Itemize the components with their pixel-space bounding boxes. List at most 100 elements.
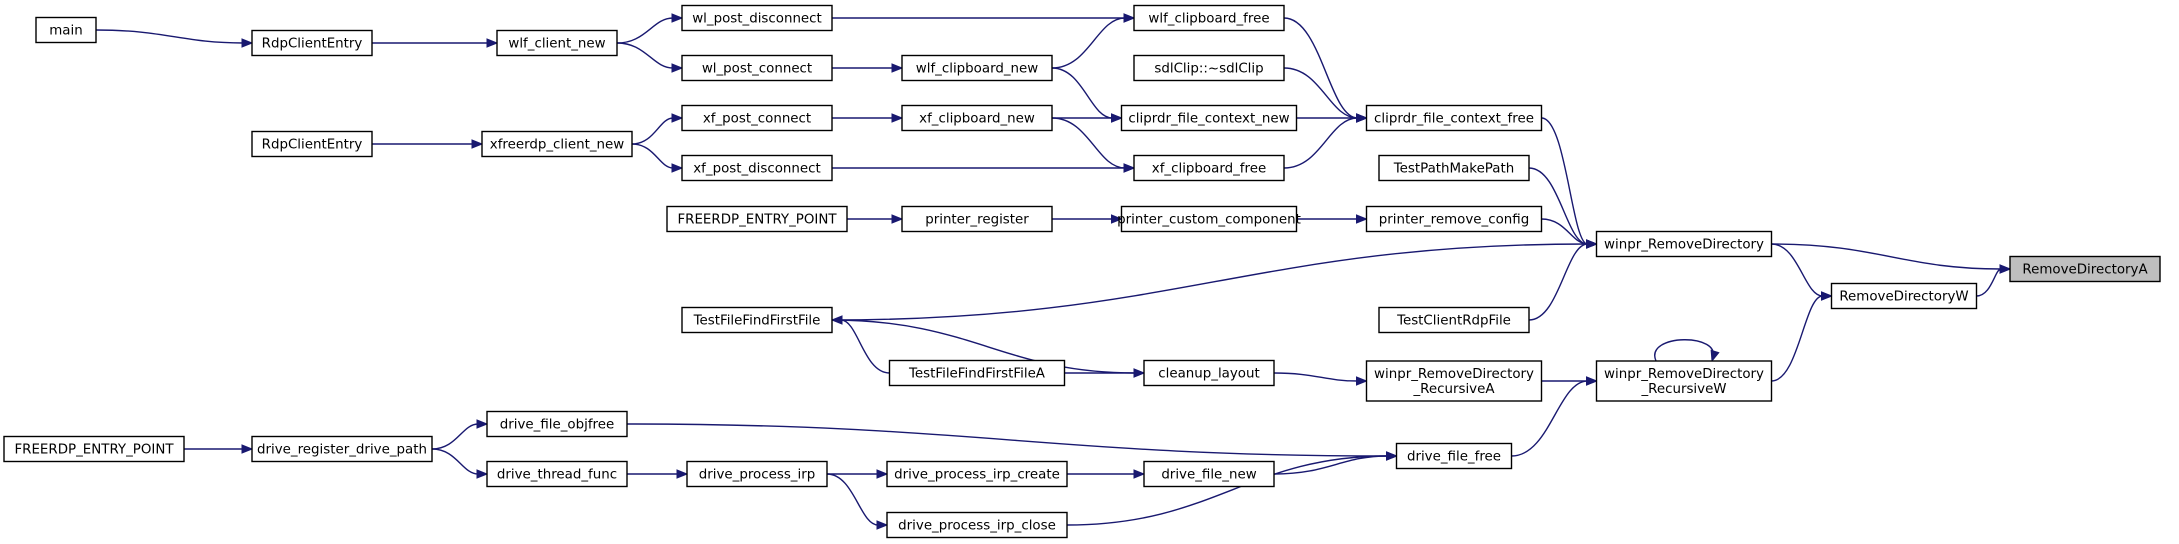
node-label: FREERDP_ENTRY_POINT [677,213,837,228]
node-RemoveDirectoryA[interactable]: RemoveDirectoryA [2009,255,2161,283]
node-cliprdr_file_context_free[interactable]: cliprdr_file_context_free [1365,104,1543,132]
edge-TestFileFindFirstFile-to-winpr_RemoveDirectory [831,243,1588,321]
node-wl_post_connect[interactable]: wl_post_connect [681,54,833,82]
node-fep1[interactable]: FREERDP_ENTRY_POINT [666,205,848,233]
edge-sdlclip-to-cliprdr_file_context_free [1283,67,1358,119]
node-label: RemoveDirectoryW [1839,290,1968,305]
node-label: drive_file_new [1161,468,1256,483]
node-TestFileFindFirstFileA[interactable]: TestFileFindFirstFileA [888,359,1066,387]
node-drive_register_drive_path[interactable]: drive_register_drive_path [251,435,433,463]
node-xf_post_connect[interactable]: xf_post_connect [681,104,833,132]
node-label: drive_file_free [1407,450,1501,465]
edge-arrowhead [891,63,904,73]
edge-arrowhead [1586,239,1598,249]
node-box [251,435,433,463]
node-label: drive_process_irp_close [898,519,1056,534]
node-winpr_RD_RecursiveW[interactable]: winpr_RemoveDirectory_RecursiveW [1595,360,1773,402]
node-xfreerdp_client_new[interactable]: xfreerdp_client_new [481,130,633,158]
node-fep2[interactable]: FREERDP_ENTRY_POINT [3,435,185,463]
node-label: drive_thread_func [497,468,617,483]
node-box [251,130,373,158]
node-label: _RecursiveW [1640,382,1726,397]
node-xf_clipboard_free[interactable]: xf_clipboard_free [1133,154,1285,182]
node-drive_thread_func[interactable]: drive_thread_func [486,460,628,488]
node-box [2009,255,2161,283]
edge-xf_clipboard_new-to-xf_clipboard_free [1051,117,1126,169]
node-box [35,16,97,44]
node-rdp1[interactable]: RdpClientEntry [251,29,373,57]
node-label: TestFileFindFirstFileA [908,367,1046,382]
node-label: RdpClientEntry [262,138,363,153]
node-label: RdpClientEntry [262,37,363,52]
node-printer_register[interactable]: printer_register [901,205,1053,233]
edge-arrowhead [1356,113,1368,123]
node-wlf_clipboard_new[interactable]: wlf_clipboard_new [901,54,1053,82]
edge-main-to-rdp1 [95,29,244,44]
edge-xfreerdp_client_new-to-xf_post_disconnect [631,143,674,169]
node-box [681,154,833,182]
node-drive_file_new[interactable]: drive_file_new [1143,460,1275,488]
node-rdp2[interactable]: RdpClientEntry [251,130,373,158]
edge-xf_clipboard_free-to-cliprdr_file_context_free [1283,117,1358,169]
edge-drive_file_objfree-to-drive_file_free [626,423,1388,457]
node-xf_post_disconnect[interactable]: xf_post_disconnect [681,154,833,182]
node-wlf_client_new[interactable]: wlf_client_new [496,29,618,57]
node-drive_process_irp_create[interactable]: drive_process_irp_create [886,460,1068,488]
node-printer_custom_component[interactable]: printer_custom_component [1117,205,1301,233]
edge-wlf_client_new-to-wl_post_connect [616,42,674,69]
node-drive_file_objfree[interactable]: drive_file_objfree [486,410,628,438]
node-label: winpr_RemoveDirectory [1604,238,1764,253]
node-box [1830,282,1978,310]
node-box [1120,104,1298,132]
edge-drive_process_irp-to-drive_process_irp_close [826,473,879,526]
node-TestClientRdpFile[interactable]: TestClientRdpFile [1378,306,1530,334]
edge-winpr_RemoveDirectory-to-RemoveDirectoryW [1771,243,1823,297]
node-cleanup_layout[interactable]: cleanup_layout [1143,359,1275,387]
edge-arrowhead [671,13,684,23]
node-wl_post_disconnect[interactable]: wl_post_disconnect [681,4,833,32]
edge-arrowhead [1133,469,1146,479]
edge-arrowhead [241,444,254,454]
node-label: xf_post_disconnect [693,162,821,177]
node-wlf_clipboard_free[interactable]: wlf_clipboard_free [1133,4,1285,32]
node-label: xf_post_connect [703,112,811,127]
edge-arrowhead [1586,376,1598,386]
edge-cliprdr_file_context_free-to-winpr_RemoveDirectory [1541,117,1588,245]
node-box [1133,4,1285,32]
node-label: _RecursiveA [1412,382,1495,397]
node-label: wlf_clipboard_new [916,62,1038,77]
node-xf_clipboard_new[interactable]: xf_clipboard_new [901,104,1053,132]
node-sdlclip[interactable]: sdlClip::~sdlClip [1133,54,1285,82]
edge-arrowhead [1356,376,1368,386]
node-box [1595,230,1773,258]
node-label: wl_post_disconnect [692,12,822,27]
edge-xfreerdp_client_new-to-xf_post_connect [631,117,674,145]
edge-arrowhead [476,469,489,479]
edge-arrowhead [876,469,889,479]
edge-arrowhead [1356,214,1368,224]
edge-TestClientRdpFile-to-winpr_RemoveDirectory [1528,243,1588,321]
node-printer_remove_config[interactable]: printer_remove_config [1365,205,1543,233]
edge-arrowhead [1386,451,1398,461]
node-drive_process_irp[interactable]: drive_process_irp [686,460,828,488]
edge-arrowhead [671,63,684,73]
node-RemoveDirectoryW[interactable]: RemoveDirectoryW [1830,282,1978,310]
edge-winpr_RD_RecursiveW-to-RemoveDirectoryW [1771,295,1823,382]
node-drive_process_irp_close[interactable]: drive_process_irp_close [886,511,1068,539]
node-box [251,29,373,57]
node-drive_file_free[interactable]: drive_file_free [1395,442,1513,470]
node-label: xf_clipboard_free [1152,162,1266,177]
node-winpr_RD_RecursiveA[interactable]: winpr_RemoveDirectory_RecursiveA [1365,360,1543,402]
node-TestFileFindFirstFile[interactable]: TestFileFindFirstFile [681,306,833,334]
node-label: cliprdr_file_context_free [1374,112,1534,127]
node-main[interactable]: main [35,16,97,44]
edge-wlf_clipboard_free-to-cliprdr_file_context_free [1283,17,1358,119]
node-winpr_RemoveDirectory[interactable]: winpr_RemoveDirectory [1595,230,1773,258]
edge-arrowhead [1710,349,1720,363]
node-box [1365,360,1543,402]
edge-RemoveDirectoryW-to-RemoveDirectoryA [1976,268,2002,297]
node-label: drive_file_objfree [500,418,615,433]
node-cliprdr_file_context_new[interactable]: cliprdr_file_context_new [1120,104,1298,132]
edge-winpr_RemoveDirectory-to-RemoveDirectoryA [1771,243,2002,270]
node-TestPathMakePath[interactable]: TestPathMakePath [1378,154,1530,182]
